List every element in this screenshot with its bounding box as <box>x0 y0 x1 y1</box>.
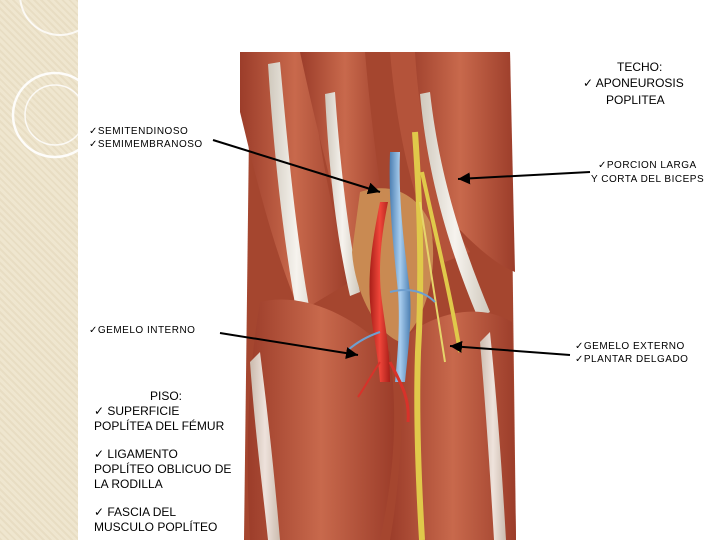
decorative-circles <box>11 0 101 159</box>
floor-item-2-line-1: ✓ LIGAMENTO <box>94 447 178 461</box>
peroneal-nerve <box>420 171 462 353</box>
roof-item: ✓ APONEUROSIS <box>583 76 684 90</box>
label-corta-biceps: Y CORTA DEL BICEPS <box>591 174 705 185</box>
label-semimembranoso: ✓SEMIMEMBRANOSO <box>89 139 203 150</box>
floor-item-2-line-3: LA RODILLA <box>94 477 163 491</box>
roof-title: TECHO: <box>617 60 663 74</box>
floor-item-2-line-2: POPLÍTEO OBLICUO DE <box>94 462 232 476</box>
popliteal-vein <box>389 152 411 382</box>
popliteal-artery <box>369 202 390 382</box>
label-gemelo-interno: ✓GEMELO INTERNO <box>89 325 196 336</box>
floor-item-1-line-1: ✓ SUPERFICIE <box>94 404 180 418</box>
roof-item-2: POPLITEA <box>606 93 665 107</box>
label-porcion-larga: ✓PORCION LARGA <box>598 160 697 171</box>
label-semitendinoso: ✓SEMITENDINOSO <box>89 126 189 137</box>
label-plantar-delgado: ✓PLANTAR DELGADO <box>575 354 689 365</box>
gemelo-interno-muscle <box>247 299 395 540</box>
floor-title: PISO: <box>150 389 183 403</box>
floor-item-3-line-2: MUSCULO POPLÍTEO <box>94 520 218 534</box>
floor-item-3-line-1: ✓ FASCIA DEL <box>94 505 177 519</box>
biceps-tendon <box>420 92 490 318</box>
label-gemelo-externo: ✓GEMELO EXTERNO <box>575 341 685 352</box>
floor-item-1-line-2: POPLÍTEA DEL FÉMUR <box>94 419 225 433</box>
popliteal-fossa-illustration <box>240 52 516 540</box>
tibial-nerve <box>412 131 425 540</box>
biceps-femoris-muscle <box>405 52 515 272</box>
